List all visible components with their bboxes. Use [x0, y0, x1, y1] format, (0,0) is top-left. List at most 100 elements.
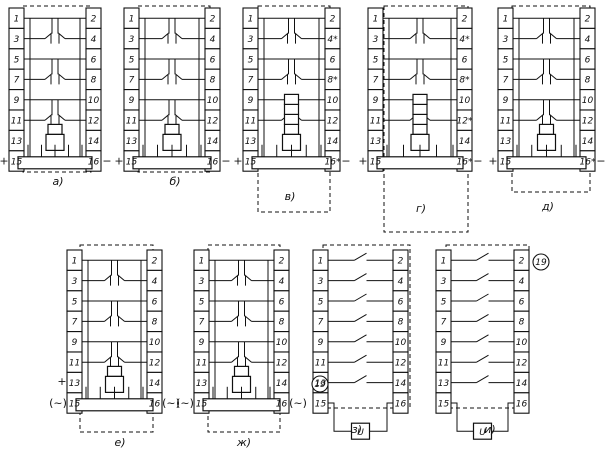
terminal-label: 13	[126, 137, 138, 147]
terminal-label: 7	[14, 76, 20, 86]
terminal-label: 12	[395, 358, 407, 368]
polarity-plus: +	[114, 155, 123, 168]
terminal-label: 13	[245, 137, 257, 147]
terminal-label: 6	[210, 55, 216, 65]
terminal-label: 4	[91, 35, 97, 45]
relay-coil	[164, 123, 180, 136]
terminal-label: 15	[11, 157, 23, 167]
terminal-label: 6	[279, 297, 285, 307]
terminal-label: 10	[88, 96, 100, 106]
terminal-label: 3	[441, 277, 447, 287]
panel-caption: д)	[541, 200, 554, 213]
terminal-bar	[376, 156, 464, 170]
panel-caption: б)	[169, 175, 180, 188]
terminal-label: 5	[199, 297, 205, 307]
terminal-label: 8	[585, 76, 591, 86]
terminal-label: 12	[207, 116, 219, 126]
terminal-label: 12	[582, 116, 594, 126]
terminal-label: 2	[398, 256, 404, 266]
terminal-label: 14	[207, 137, 219, 147]
polarity-plus: +	[488, 155, 497, 168]
terminal-label: 14	[582, 137, 594, 147]
terminal-bar	[17, 156, 93, 170]
badge-number: 19	[535, 258, 547, 268]
panel-outline	[79, 244, 154, 433]
terminal-label: 4	[210, 35, 216, 45]
terminal-label: 14	[88, 137, 100, 147]
panel-outline	[322, 244, 411, 409]
terminal-label: 2	[91, 14, 97, 24]
terminal-label: 11	[196, 358, 207, 368]
terminal-label: 3	[14, 35, 20, 45]
relay-coil	[283, 113, 300, 126]
terminal-label: 15	[196, 399, 208, 409]
terminal-label: 11	[245, 116, 256, 126]
terminal-label: 3	[199, 277, 205, 287]
terminal-label: 4	[279, 277, 285, 287]
terminal-label: 10	[207, 96, 219, 106]
relay-coil	[283, 103, 300, 116]
terminal-label: 14	[149, 379, 161, 389]
terminal-label: 9	[441, 338, 447, 348]
terminal-label: 16*	[457, 157, 473, 167]
terminal-label: 16	[149, 399, 161, 409]
terminal-label: 1	[503, 14, 509, 24]
terminal-label: 1	[441, 256, 447, 266]
panel-caption: в)	[285, 190, 296, 203]
terminal-label: 5	[129, 55, 135, 65]
terminal-label: 5	[441, 297, 447, 307]
terminal-label: 10	[395, 338, 407, 348]
coil-box	[472, 422, 493, 440]
terminal-label: 9	[318, 338, 324, 348]
terminal-label: 2	[519, 256, 525, 266]
terminal-label: 6	[91, 55, 97, 65]
terminal-label: 4*	[327, 35, 338, 45]
relay-coil	[412, 113, 428, 126]
terminal-label: 10	[459, 96, 471, 106]
terminal-label: 1	[72, 256, 78, 266]
internal-wiring	[17, 17, 587, 440]
terminal-label: 12	[516, 358, 528, 368]
terminal-label: 8*	[459, 76, 470, 86]
terminal-label: 13	[196, 379, 208, 389]
terminal-label: 11	[11, 116, 22, 126]
terminal-label: 3	[503, 35, 509, 45]
relay-coil	[412, 103, 428, 116]
badge-circle	[532, 253, 550, 271]
terminal-label: 10	[149, 338, 161, 348]
terminal-label: 14	[516, 379, 528, 389]
terminal-label: 7	[441, 318, 447, 328]
terminal-label: 5	[373, 55, 379, 65]
terminal-label: 5	[14, 55, 20, 65]
polarity-plus: +	[358, 155, 367, 168]
panel-caption: е)	[114, 436, 125, 449]
terminal-label: 16	[395, 399, 407, 409]
terminal-label: 12	[149, 358, 161, 368]
terminal-label: 6	[519, 297, 525, 307]
terminal-label: 8	[398, 318, 404, 328]
polarity-minus: −	[341, 155, 350, 168]
relay-coil	[233, 365, 250, 377]
coil-symbol: U	[479, 428, 486, 438]
terminal-label: 10	[276, 338, 288, 348]
terminal-label: 13	[370, 137, 382, 147]
relay-coil	[283, 123, 300, 136]
terminal-label: 14	[459, 137, 471, 147]
terminal-label: 11	[126, 116, 137, 126]
terminal-label: 7	[199, 318, 205, 328]
relay-coil	[538, 123, 555, 136]
terminal-label: 9	[199, 338, 205, 348]
terminal-label: 15	[500, 157, 512, 167]
terminal-bar	[251, 156, 332, 170]
terminal-label: 10	[327, 96, 339, 106]
terminal-label: 3	[129, 35, 135, 45]
terminal-label: 9	[14, 96, 20, 106]
terminal-label: 10	[516, 338, 528, 348]
terminal-label: 8	[279, 318, 285, 328]
terminal-label: 13	[69, 379, 81, 389]
terminal-label: 8	[519, 318, 525, 328]
badge-circle	[311, 375, 329, 393]
panel-caption: г)	[416, 202, 426, 215]
terminal-label: 9	[129, 96, 135, 106]
